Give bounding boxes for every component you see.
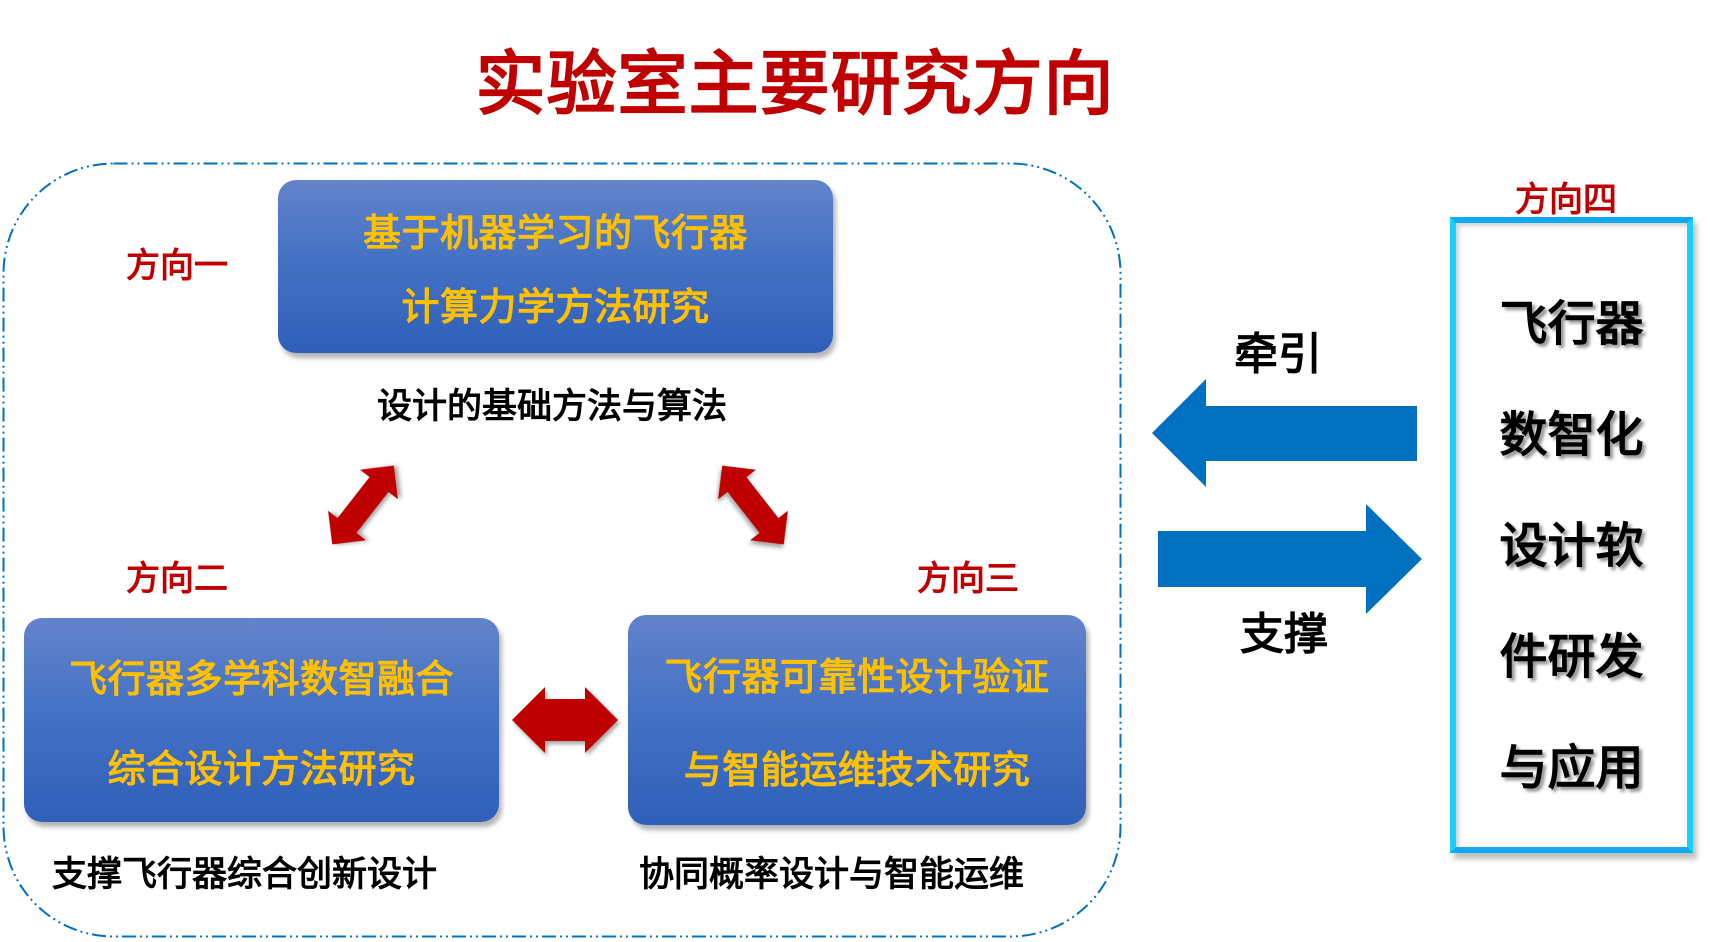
- direction-1-caption: 设计的基础方法与算法: [377, 387, 728, 427]
- direction-2-title-line-2: 综合设计方法研究: [107, 746, 416, 791]
- direction-4-label: 方向四: [1515, 180, 1617, 220]
- direction-1-box: 基于机器学习的飞行器 计算力学方法研究: [278, 180, 833, 353]
- direction-2-box: 飞行器多学科数智融合 综合设计方法研究: [24, 618, 499, 822]
- direction-2-title-line-1: 飞行器多学科数智融合: [68, 656, 454, 701]
- direction-1-title-line-1: 基于机器学习的飞行器: [362, 210, 748, 255]
- direction-3-title-line-2: 与智能运维技术研究: [683, 748, 1031, 792]
- direction-3-title-line-1: 飞行器可靠性设计验证: [664, 655, 1050, 699]
- direction-2-label: 方向二: [126, 559, 228, 599]
- page-title: 实验室主要研究方向: [475, 43, 1115, 125]
- direction-4-line-3: 设计软: [1499, 517, 1644, 574]
- direction-1-label: 方向一: [126, 246, 228, 286]
- direction-4-line-1: 飞行器: [1499, 295, 1644, 352]
- direction-1-title-line-2: 计算力学方法研究: [401, 285, 710, 330]
- double-arrow-diagonal-icon: [718, 465, 788, 545]
- direction-3-label: 方向三: [917, 559, 1019, 599]
- support-label: 支撑: [1240, 609, 1328, 660]
- direction-2-caption: 支撑飞行器综合创新设计: [52, 855, 438, 895]
- direction-4-line-5: 与应用: [1499, 740, 1644, 797]
- direction-3-caption: 协同概率设计与智能运维: [639, 855, 1025, 895]
- arrow-right-icon: [1158, 504, 1422, 614]
- direction-4-box: 飞行器 数智化 设计软 件研发 与应用: [1450, 217, 1693, 853]
- double-arrow-horizontal-icon: [512, 687, 618, 753]
- direction-3-box: 飞行器可靠性设计验证 与智能运维技术研究: [628, 615, 1086, 825]
- arrow-left-icon: [1152, 379, 1417, 487]
- direction-4-line-4: 件研发: [1499, 629, 1644, 686]
- pull-label: 牵引: [1234, 329, 1322, 380]
- double-arrow-diagonal-icon: [328, 465, 398, 545]
- direction-4-line-2: 数智化: [1499, 406, 1644, 463]
